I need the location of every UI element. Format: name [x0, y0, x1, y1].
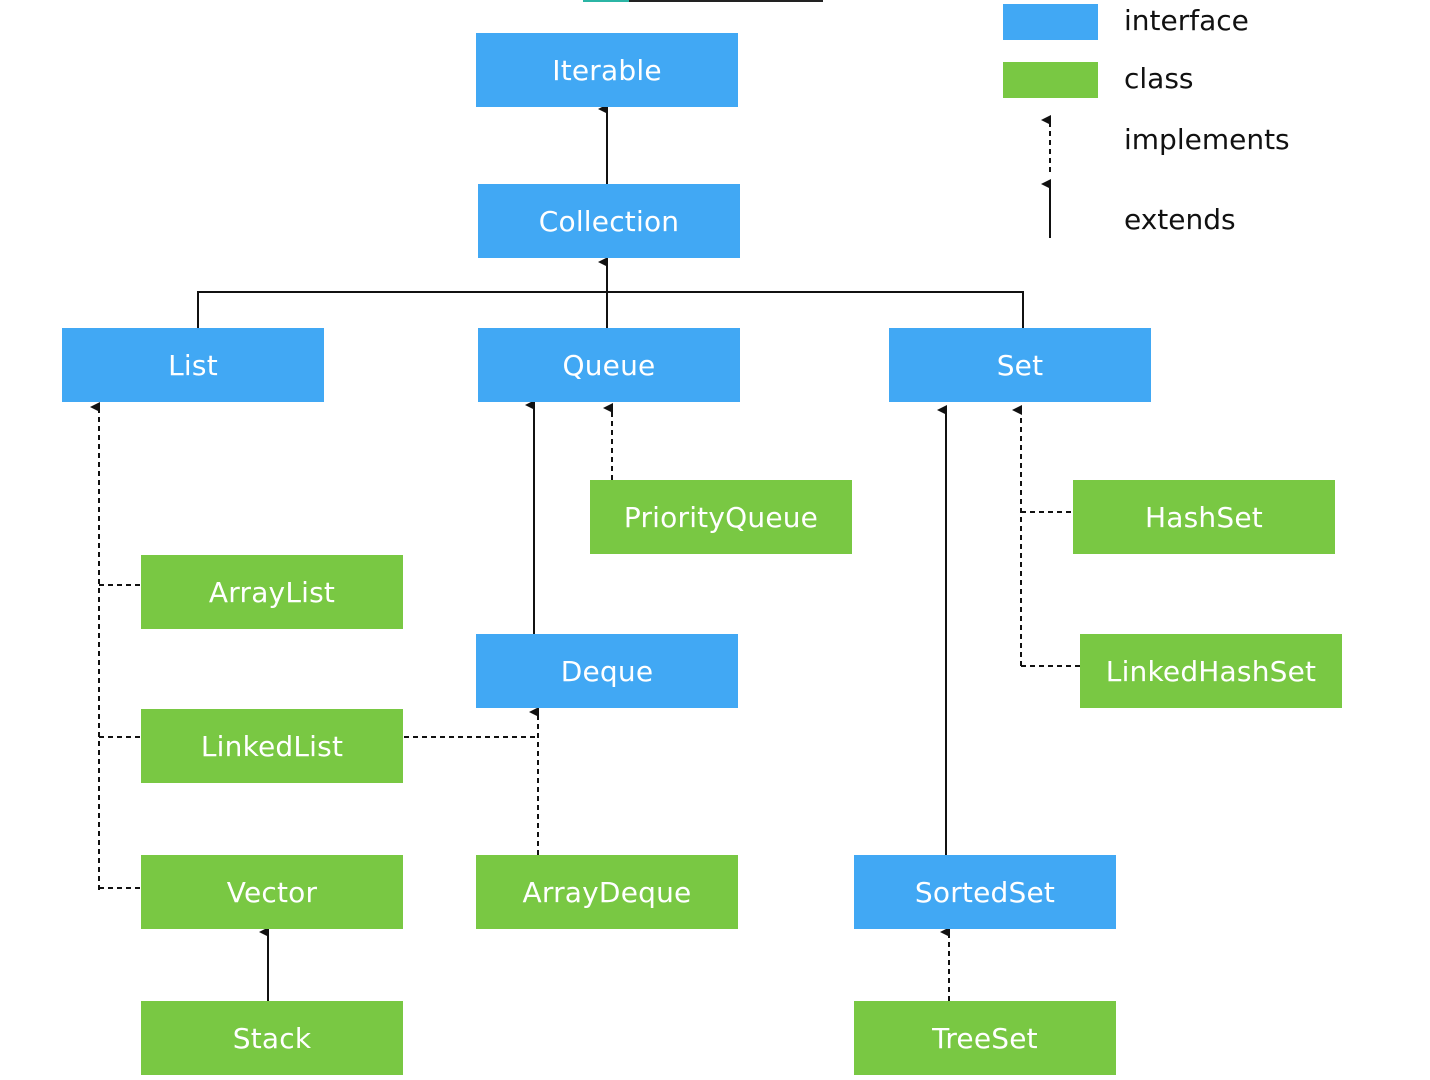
- node-linked-list: LinkedList: [141, 709, 403, 783]
- node-collection: Collection: [478, 184, 740, 258]
- node-iterable: Iterable: [476, 33, 738, 107]
- top-edge-line: [583, 0, 823, 2]
- top-edge-accent: [583, 0, 629, 2]
- node-priority-queue: PriorityQueue: [590, 480, 852, 554]
- legend-implements-label: implements: [1124, 123, 1290, 156]
- node-array-deque: ArrayDeque: [476, 855, 738, 929]
- legend-interface-label: interface: [1124, 4, 1249, 37]
- legend-extends-label: extends: [1124, 203, 1236, 236]
- node-stack: Stack: [141, 1001, 403, 1075]
- node-array-list: ArrayList: [141, 555, 403, 629]
- node-queue: Queue: [478, 328, 740, 402]
- node-vector: Vector: [141, 855, 403, 929]
- edge-set-collection: [607, 291, 1024, 328]
- node-linked-hash-set: LinkedHashSet: [1080, 634, 1342, 708]
- edge-list-collection: [197, 291, 607, 328]
- node-hash-set: HashSet: [1073, 480, 1335, 554]
- node-sorted-set: SortedSet: [854, 855, 1116, 929]
- node-deque: Deque: [476, 634, 738, 708]
- node-tree-set: TreeSet: [854, 1001, 1116, 1075]
- node-set: Set: [889, 328, 1151, 402]
- legend-interface-swatch: [1003, 4, 1098, 40]
- legend-class-label: class: [1124, 62, 1194, 95]
- legend-class-swatch: [1003, 62, 1098, 98]
- node-list: List: [62, 328, 324, 402]
